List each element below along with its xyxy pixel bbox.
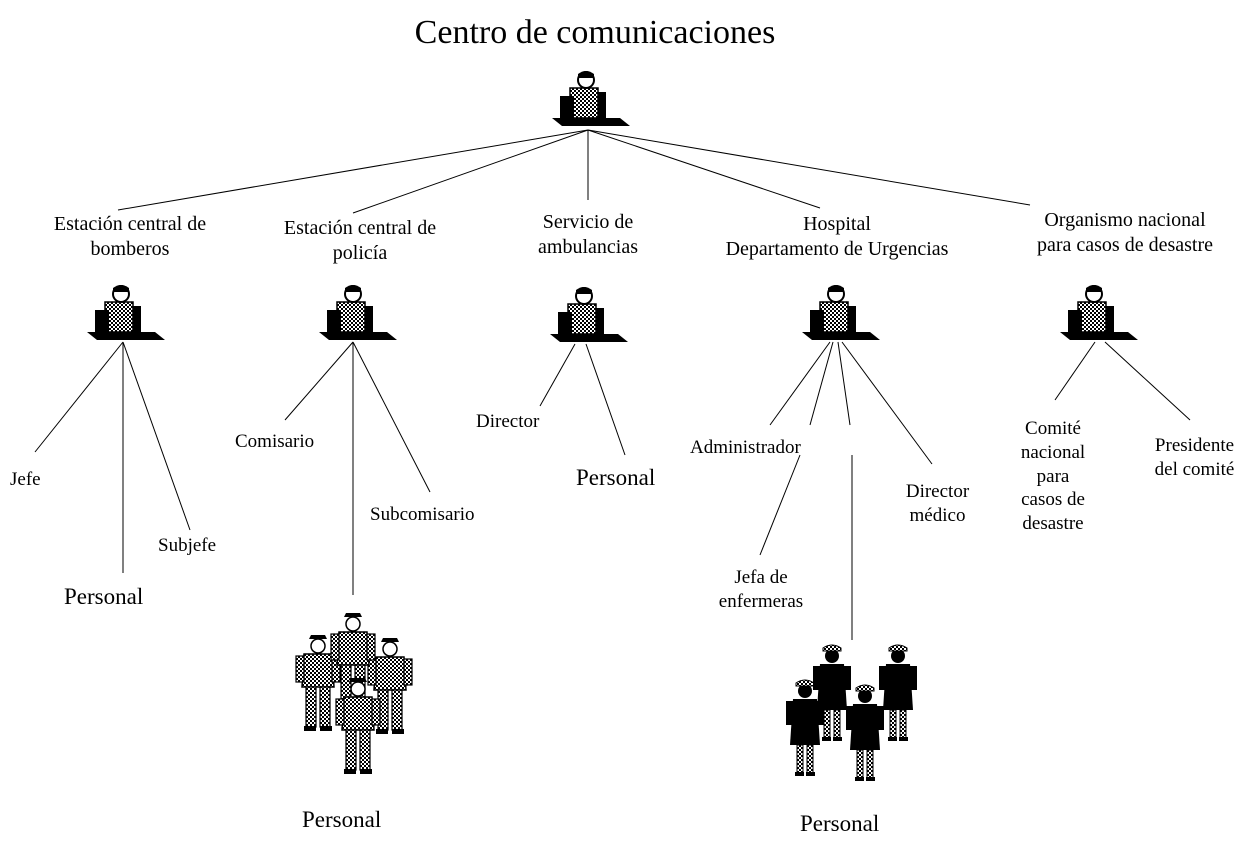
operator-desk-icon-hospital bbox=[801, 284, 881, 341]
edge-center-hospital bbox=[587, 129, 821, 209]
role-fire-jefe: Jefe bbox=[10, 469, 41, 490]
diagram-title: Centro de comunicaciones bbox=[414, 14, 776, 51]
role-police-personal: Personal bbox=[302, 807, 382, 832]
edge-police-subcomisario bbox=[352, 341, 431, 493]
operator-desk-icon-ambulance bbox=[549, 286, 629, 343]
role-amb-personal: Personal bbox=[576, 465, 656, 490]
police-officers-icon bbox=[295, 612, 413, 775]
edge-center-police bbox=[352, 129, 589, 214]
operator-desk-icon-police bbox=[318, 284, 398, 341]
edge-dis-comite bbox=[1054, 341, 1096, 401]
edge-fire-subjefe bbox=[122, 341, 191, 531]
operator-desk-icon-fire bbox=[86, 284, 166, 341]
edge-amb-personal bbox=[585, 343, 626, 456]
edge-police-comisario bbox=[284, 341, 354, 421]
edge-center-disaster bbox=[587, 129, 1031, 206]
role-police-comisario: Comisario bbox=[235, 431, 315, 452]
edge-hosp-director bbox=[841, 341, 933, 465]
edge-hosp-administrador bbox=[769, 341, 831, 426]
role-hosp-administrador: Administrador bbox=[690, 437, 801, 458]
edge-center-fire bbox=[117, 129, 589, 211]
role-fire-personal: Personal bbox=[64, 584, 144, 609]
role-hosp-personal: Personal bbox=[800, 811, 880, 836]
role-police-subcomisario: Subcomisario bbox=[370, 504, 475, 525]
edge-fire-jefe bbox=[34, 341, 124, 453]
operator-desk-icon-center bbox=[551, 70, 631, 127]
edge-amb-director bbox=[539, 343, 576, 407]
role-amb-director: Director bbox=[476, 411, 540, 432]
edge-hosp-personal bbox=[837, 341, 851, 426]
edge-hosp-jefa bbox=[759, 454, 801, 556]
operator-desk-icon-disaster bbox=[1059, 284, 1139, 341]
nurses-icon bbox=[785, 644, 918, 782]
role-fire-subjefe: Subjefe bbox=[158, 535, 217, 556]
edge-hosp-administrador-2 bbox=[809, 341, 834, 426]
edge-dis-presidente bbox=[1104, 341, 1191, 421]
